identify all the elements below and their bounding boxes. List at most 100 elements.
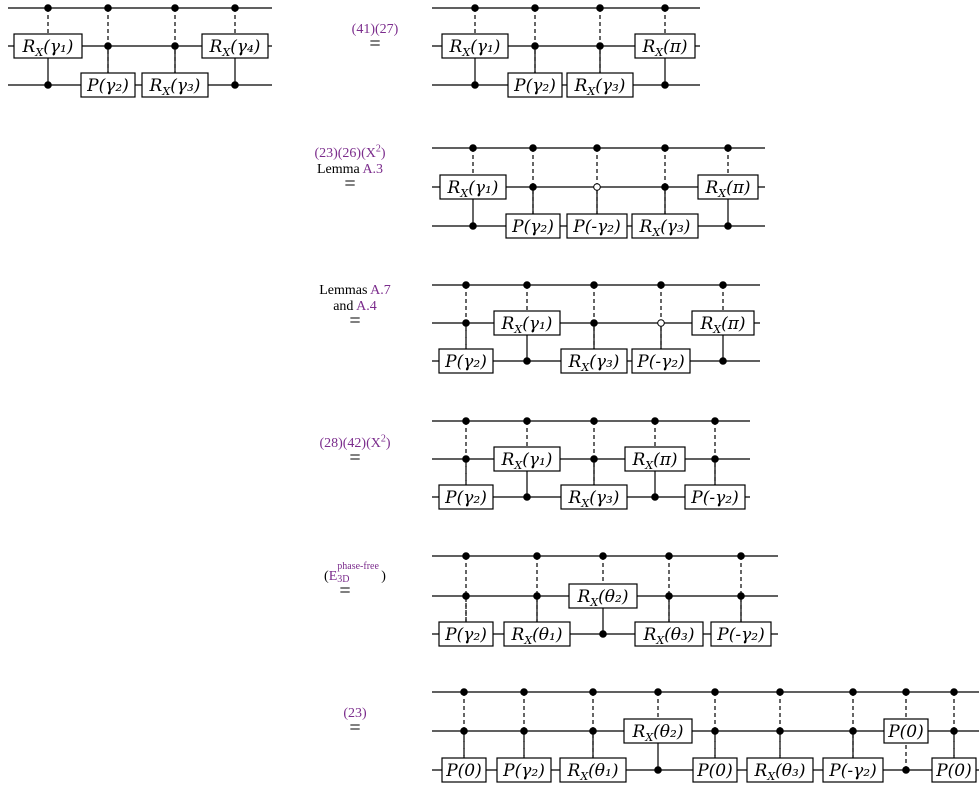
gate: RX(θ₁) <box>503 552 571 647</box>
control-dot <box>654 766 662 774</box>
gate: P(0) <box>931 688 977 783</box>
gate-box <box>691 310 755 336</box>
ref: (X2) <box>361 143 386 161</box>
control-dot <box>462 455 470 463</box>
control-dot <box>724 144 732 152</box>
lemma-text: Lemma <box>316 162 360 177</box>
control-dot <box>590 455 598 463</box>
gate-label: P(-γ₂) <box>716 625 764 645</box>
ref: (26) <box>337 146 362 161</box>
gate: RX(γ₃) <box>560 281 628 374</box>
gate: P(0) <box>692 688 738 783</box>
control-dot <box>711 727 719 735</box>
control-dot <box>711 688 719 696</box>
control-dot <box>462 281 470 289</box>
control-dot <box>231 81 239 89</box>
gate-label: RX(γ₁) <box>501 450 553 472</box>
gate-label: RX(θ₂) <box>632 722 684 744</box>
ref: (42) <box>342 436 367 451</box>
open-control-dot <box>657 319 665 327</box>
lemmas-text: Lemmas <box>319 283 368 298</box>
step-label-3: Lemmas A.7 and A.4 = <box>300 283 410 332</box>
gate-box <box>496 757 552 783</box>
gate: P(γ₂) <box>438 552 494 647</box>
gate-label: RX(γ₃) <box>574 76 626 98</box>
gate: RX(γ₃) <box>560 417 628 510</box>
control-dot <box>661 183 669 191</box>
gate-label: P(γ₂) <box>86 76 129 96</box>
equals-sign: = <box>349 310 361 332</box>
control-dot <box>719 357 727 365</box>
control-dot <box>460 727 468 735</box>
gate-label: RX(γ₃) <box>568 488 620 510</box>
control-dot <box>529 183 537 191</box>
gate-box <box>697 174 759 200</box>
control-dot <box>950 727 958 735</box>
paren: ) <box>381 569 386 584</box>
gate: P(γ₂) <box>507 4 563 98</box>
gate-label: RX(θ₃) <box>754 761 806 783</box>
control-dot <box>776 727 784 735</box>
control-dot <box>737 592 745 600</box>
step-label-4: (28)(42)(X2) = <box>300 434 410 469</box>
control-dot <box>590 281 598 289</box>
circuit-step-5: P(γ₂) RX(θ₁)RX(θ₂)RX(θ₃) P(-γ₂) <box>432 552 778 647</box>
gate-box <box>493 310 561 336</box>
control-dot <box>711 455 719 463</box>
gate-label: P(-γ₂) <box>572 217 620 237</box>
gate: RX(γ₁) <box>13 4 83 89</box>
gate: P(γ₂) <box>438 281 494 374</box>
gate-box <box>684 484 746 510</box>
control-dot <box>711 417 719 425</box>
gate-box <box>503 621 571 647</box>
control-dot <box>724 222 732 230</box>
gate-box <box>441 757 487 783</box>
gate: RX(θ₃) <box>746 688 814 783</box>
gate: P(γ₂) <box>505 144 561 239</box>
ref: (27) <box>375 22 399 37</box>
control-dot <box>533 592 541 600</box>
gate: P(0) <box>883 688 929 774</box>
control-dot <box>651 417 659 425</box>
control-dot <box>737 552 745 560</box>
gate-label: P(0) <box>935 761 972 781</box>
gate: P(-γ₂) <box>631 281 691 374</box>
equals-sign: = <box>349 447 361 469</box>
gate-box <box>559 757 627 783</box>
gate-box <box>710 621 772 647</box>
gate: P(γ₂) <box>80 4 136 98</box>
and-text: and <box>333 299 354 314</box>
gate: P(0) <box>441 688 487 783</box>
gate-label: P(γ₂) <box>511 217 554 237</box>
control-dot <box>523 281 531 289</box>
gate: RX(γ₁) <box>493 417 561 501</box>
gate-label: P(γ₂) <box>502 761 545 781</box>
control-dot <box>533 552 541 560</box>
gate-box <box>631 213 699 239</box>
gate: RX(θ₃) <box>634 552 704 647</box>
control-dot <box>531 42 539 50</box>
gate-label: RX(γ₄) <box>209 37 261 59</box>
control-dot <box>596 42 604 50</box>
control-dot <box>719 281 727 289</box>
gate-label: RX(θ₁) <box>511 625 563 647</box>
gate: RX(θ₂) <box>623 688 693 774</box>
gate-box <box>746 757 814 783</box>
gate: RX(γ₁) <box>441 4 509 89</box>
gate-box <box>438 484 494 510</box>
step-label-1: (41)(27) = <box>330 22 420 54</box>
gate-label: P(0) <box>445 761 482 781</box>
gate-box <box>80 72 136 98</box>
circuit-step-2: RX(γ₁)P(γ₂)P(-γ₂)RX(γ₃)RX(π) <box>432 144 765 239</box>
control-dot <box>44 81 52 89</box>
gate-label: P(γ₂) <box>444 488 487 508</box>
gate-label: RX(γ₃) <box>149 76 201 98</box>
control-dot <box>171 42 179 50</box>
gate-box <box>201 33 269 59</box>
gate: RX(θ₂) <box>568 552 638 638</box>
gate-label: RX(θ₁) <box>567 761 619 783</box>
control-dot <box>471 4 479 12</box>
control-dot <box>462 552 470 560</box>
gate-box <box>883 718 929 744</box>
